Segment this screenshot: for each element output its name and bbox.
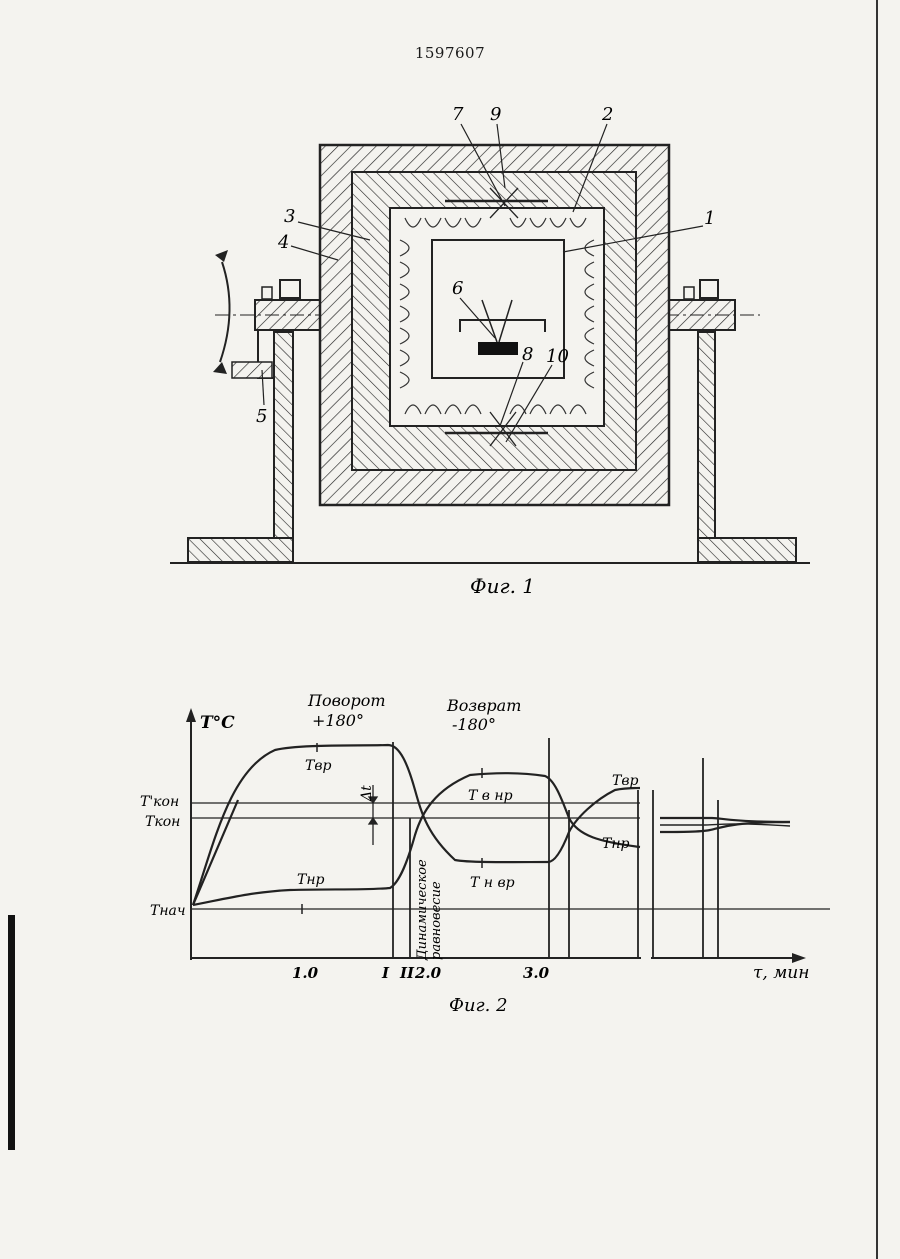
label-2: 2 <box>601 104 613 125</box>
x-tick-3: 3.0 <box>523 964 550 982</box>
y-axis-label: T°C <box>200 713 235 733</box>
rotation-arrow <box>220 262 230 362</box>
curve-label-tvr-n: T н вр <box>470 875 515 891</box>
curve-label-tnp-2: Tнр <box>602 836 630 852</box>
return-label: Возврат <box>446 696 521 715</box>
x-tick-II: II <box>399 964 415 982</box>
delta-t-label: Δt <box>359 785 375 802</box>
curve-label-tvr: Tвр <box>305 758 331 774</box>
label-9: 9 <box>490 104 501 125</box>
label-8: 8 <box>522 344 533 365</box>
working-chamber <box>432 240 564 378</box>
y-label-tkon-prime: T'кон <box>140 794 179 810</box>
rotate-angle: +180° <box>312 711 364 730</box>
drive-unit <box>232 330 274 378</box>
x-tick-1: 1.0 <box>292 964 319 982</box>
equilibrium-label-2: равновесие <box>429 881 444 960</box>
curve-label-tnp: Tнр <box>297 872 325 888</box>
figure-1-apparatus: 7 9 2 1 3 4 5 6 8 10 Фиг. 1 <box>0 0 900 620</box>
figure-2-caption: Фиг. 2 <box>449 995 508 1016</box>
x-axis-label: τ, мин <box>753 963 809 983</box>
label-5: 5 <box>256 406 267 427</box>
curve-tail-2 <box>660 818 790 822</box>
x-tick-I: I <box>381 964 390 982</box>
fig2-annotations: Поворот +180° Возврат -180° Δt Динамичес… <box>307 691 521 961</box>
curve-labels: Tвр Tнр T в нр T н вр Tвр Tнр <box>297 758 638 891</box>
label-7: 7 <box>452 104 464 125</box>
label-10: 10 <box>546 346 569 367</box>
curve-tvr-linear <box>193 800 238 905</box>
curve-label-tvr-2: Tвр <box>612 773 638 789</box>
rotate-label: Поворот <box>307 691 386 710</box>
y-label-tkon: Tкон <box>145 814 180 830</box>
label-1: 1 <box>704 208 715 229</box>
curve-label-tnp-b: T в нр <box>468 788 513 804</box>
y-label-tnach: Tнач <box>150 903 186 919</box>
label-6: 6 <box>452 278 463 299</box>
x-tick-labels: 1.0 I II 2.0 3.0 <box>292 964 550 982</box>
figure-2-temperature-plot: T°C τ, мин T'кон Tкон Tнач 1.0 I II 2.0 … <box>0 620 900 1040</box>
return-angle: -180° <box>452 715 496 734</box>
figure-1-caption: Фиг. 1 <box>470 574 535 598</box>
label-3: 3 <box>284 206 295 227</box>
equilibrium-label-1: Динамическое <box>415 859 430 961</box>
label-4: 4 <box>277 232 289 253</box>
x-tick-2: 2.0 <box>414 964 442 982</box>
